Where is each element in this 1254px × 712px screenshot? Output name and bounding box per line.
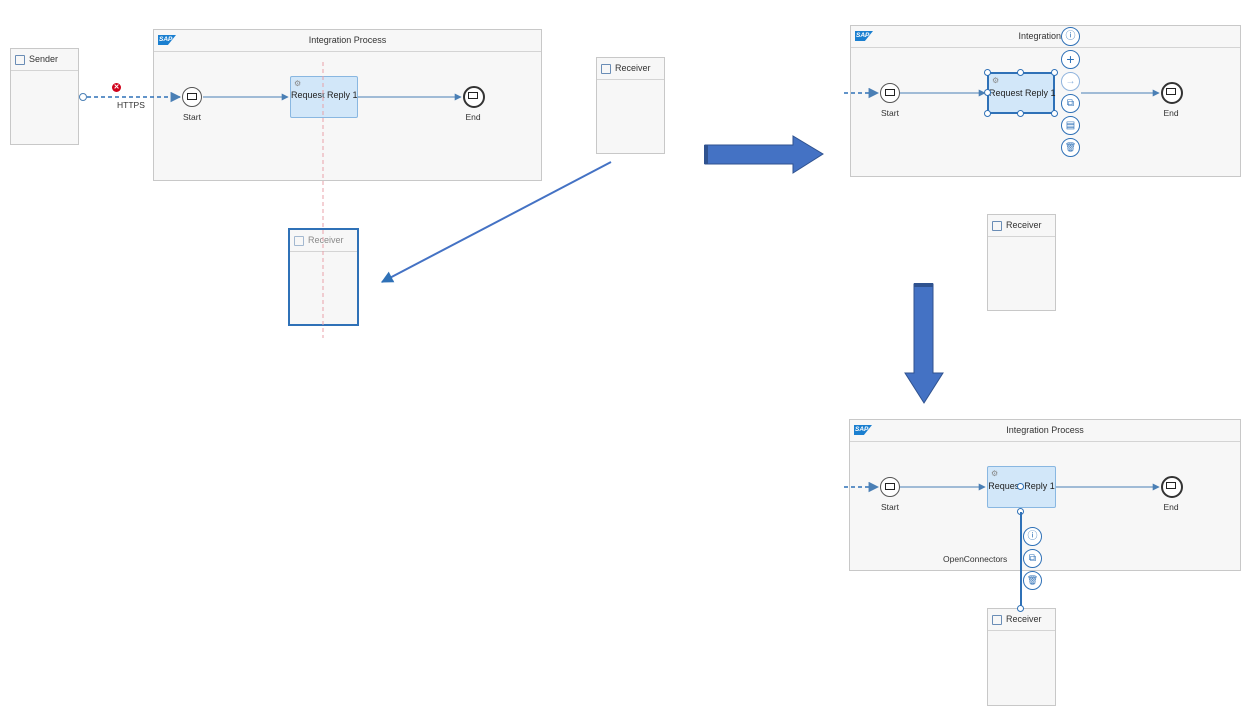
paste-icon[interactable]: ▤	[1061, 116, 1080, 135]
start-event[interactable]	[182, 87, 202, 107]
delete-icon[interactable]: 🗑	[1023, 571, 1042, 590]
pool-title: Integration Process	[308, 35, 387, 45]
gear-icon: ⚙	[991, 469, 999, 478]
receiver-participant[interactable]: Receiver	[987, 608, 1056, 706]
gear-icon: ⚙	[992, 76, 1000, 85]
task-label: Request Reply 1	[291, 90, 358, 100]
receiver-header: Receiver	[988, 609, 1055, 631]
receiver-label: Receiver	[1006, 614, 1042, 624]
receiver-label: Receiver	[1006, 220, 1042, 230]
resize-handle[interactable]	[1017, 69, 1024, 76]
copy-icon[interactable]: ⧉	[1061, 94, 1080, 113]
resize-handle[interactable]	[984, 69, 991, 76]
pool-header: SAP Integration Process	[154, 30, 541, 52]
message-icon	[885, 483, 895, 490]
message-icon	[1166, 88, 1176, 95]
connect-arrow-icon[interactable]: →	[1061, 72, 1080, 91]
receiver-header: Receiver	[597, 58, 664, 80]
info-icon[interactable]: ⓘ	[1061, 27, 1080, 46]
resize-handle[interactable]	[984, 89, 991, 96]
request-reply-task-selected[interactable]: ⚙ Request Reply 1	[987, 72, 1056, 114]
pool-header: SAP Integration Pr	[851, 26, 1240, 48]
openconnectors-adapter-label: OpenConnectors	[943, 554, 1008, 564]
start-label: Start	[881, 108, 899, 118]
sap-logo: SAP	[854, 425, 872, 435]
end-label: End	[1163, 502, 1179, 512]
sender-participant[interactable]: Sender	[10, 48, 79, 145]
end-event[interactable]	[1161, 82, 1183, 104]
gear-icon: ⚙	[294, 79, 302, 88]
message-icon	[468, 92, 478, 99]
participant-icon	[294, 236, 304, 246]
resize-handle[interactable]	[1051, 69, 1058, 76]
resize-handle[interactable]	[1051, 110, 1058, 117]
start-event[interactable]	[880, 83, 900, 103]
add-icon[interactable]: +	[1061, 50, 1080, 69]
pool-title: Integration Pr	[1018, 31, 1073, 41]
participant-icon	[15, 55, 25, 65]
message-icon	[1166, 482, 1176, 489]
start-label: Start	[183, 112, 201, 122]
info-icon[interactable]: ⓘ	[1023, 527, 1042, 546]
error-icon: ✕	[112, 83, 121, 92]
task-label: Request Reply 1	[989, 88, 1056, 98]
receiver-participant[interactable]: Receiver	[987, 214, 1056, 311]
receiver-drag-preview[interactable]: Receiver	[288, 228, 359, 326]
resize-handle[interactable]	[1017, 110, 1024, 117]
participant-icon	[601, 64, 611, 74]
message-icon	[885, 89, 895, 96]
end-event[interactable]	[1161, 476, 1183, 498]
right-block-arrow	[704, 135, 824, 174]
receiver-label: Receiver	[308, 235, 344, 245]
receiver-header: Receiver	[988, 215, 1055, 237]
sap-logo: SAP	[158, 35, 176, 45]
down-block-arrow	[904, 283, 944, 404]
https-adapter-label: HTTPS	[117, 100, 145, 110]
sap-logo: SAP	[855, 31, 873, 41]
copy-icon[interactable]: ⧉	[1023, 549, 1042, 568]
end-event[interactable]	[463, 86, 485, 108]
connection-handle[interactable]	[1017, 508, 1024, 515]
receiver-label: Receiver	[615, 63, 651, 73]
end-label: End	[1163, 108, 1179, 118]
request-reply-task[interactable]: ⚙ Request Reply 1	[290, 76, 358, 118]
start-event[interactable]	[880, 477, 900, 497]
connection-handle[interactable]	[1017, 483, 1024, 490]
pool-header: SAP Integration Process	[850, 420, 1240, 442]
start-label: Start	[881, 502, 899, 512]
participant-icon	[992, 615, 1002, 625]
sender-header: Sender	[11, 49, 78, 71]
end-label: End	[465, 112, 481, 122]
pool-title: Integration Process	[1006, 425, 1084, 435]
receiver-header: Receiver	[290, 230, 357, 252]
receiver-participant[interactable]: Receiver	[596, 57, 665, 154]
delete-icon[interactable]: 🗑	[1061, 138, 1080, 157]
connection-handle[interactable]	[1017, 605, 1024, 612]
sender-label: Sender	[29, 54, 59, 64]
resize-handle[interactable]	[984, 110, 991, 117]
participant-icon	[992, 221, 1002, 231]
message-icon	[187, 93, 197, 100]
